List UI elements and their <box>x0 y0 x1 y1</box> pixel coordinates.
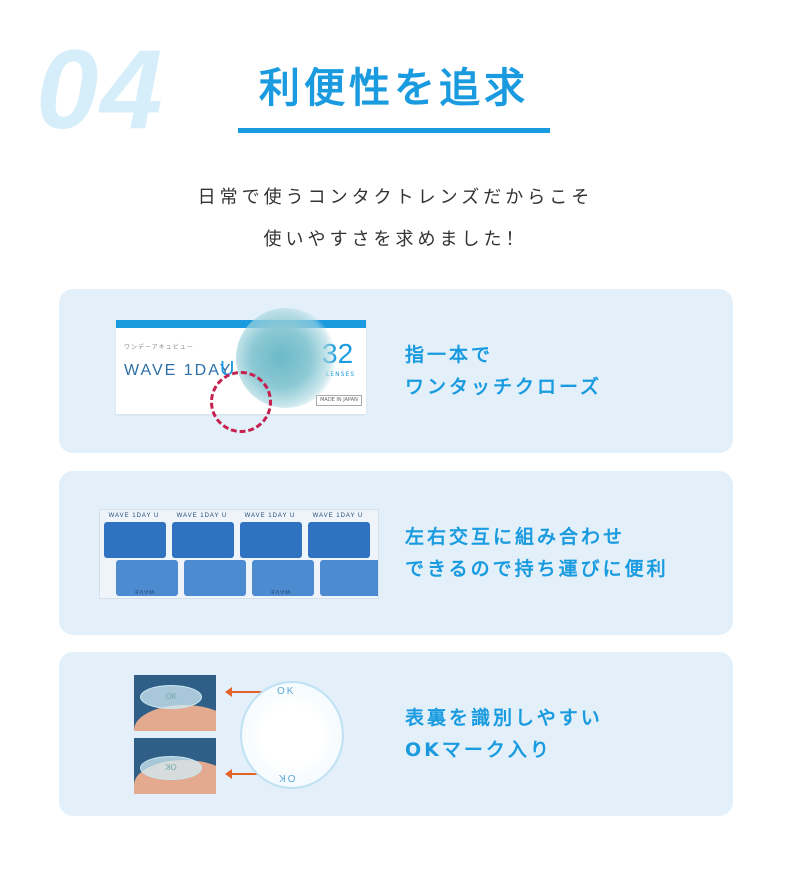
lead-line-1: 日常で使うコンタクトレンズだからこそ <box>197 187 594 208</box>
blister-pack-image: WAVE 1DAY U WAVE 1DAY U WAVE 1DAY U WAVE… <box>99 509 379 599</box>
pack-label: WAVE 1DAY U <box>312 513 364 519</box>
blister-cell <box>184 560 246 596</box>
arrow-left-icon <box>225 687 267 697</box>
lens-mark: OK <box>140 685 202 709</box>
feature-line-2: OKマーク入り <box>405 739 552 761</box>
feature-line-1: 左右交互に組み合わせ <box>405 526 626 548</box>
arrow-left-icon <box>225 769 267 779</box>
pack-label: WAVE 1DAY U <box>176 513 228 519</box>
feature-card-blister: WAVE 1DAY U WAVE 1DAY U WAVE 1DAY U WAVE… <box>59 471 733 635</box>
blister-cell <box>172 522 234 558</box>
box-count-unit: LENSES <box>326 371 356 378</box>
section-title: 利便性を追求 <box>259 64 529 112</box>
blister-cell <box>240 522 302 558</box>
lens-photo-front: OK <box>134 675 216 731</box>
blister-cell <box>320 560 378 596</box>
lead-line-2: 使いやすさを求めました！ <box>263 229 528 250</box>
highlight-circle <box>210 371 272 433</box>
box-stripe <box>116 320 366 328</box>
pack-label-flipped: WAVE <box>269 588 291 594</box>
box-small-text: ワンデーアキュビュー <box>124 344 194 351</box>
feature-text: 左右交互に組み合わせ できるので持ち運びに便利 <box>405 521 669 585</box>
feature-line-2: できるので持ち運びに便利 <box>405 558 669 580</box>
feature-card-ok-mark: OK OK OK OK 表裏を識別しやすい OKマーク入り <box>59 652 733 816</box>
lens-diagram <box>240 681 344 789</box>
feature-card-one-touch: ワンデーアキュビュー WAVE 1DAY U 32 LENSES MADE IN… <box>59 289 733 453</box>
section-number: 04 <box>36 27 165 152</box>
blister-cell <box>252 560 314 596</box>
blister-cell <box>104 522 166 558</box>
blister-cell <box>308 522 370 558</box>
feature-text: 指一本で ワンタッチクローズ <box>405 339 602 403</box>
blister-cell <box>116 560 178 596</box>
feature-line-2: ワンタッチクローズ <box>405 376 603 398</box>
ok-mark-top: OK <box>277 686 296 697</box>
pack-label: WAVE 1DAY U <box>108 513 160 519</box>
feature-line-1: 表裏を識別しやすい <box>405 707 603 729</box>
feature-text: 表裏を識別しやすい OKマーク入り <box>405 702 603 766</box>
lens-photo-back: OK <box>134 738 216 794</box>
box-made-label: MADE IN JAPAN <box>316 395 362 406</box>
pack-label: WAVE 1DAY U <box>244 513 296 519</box>
feature-line-1: 指一本で <box>405 344 494 366</box>
title-underline <box>238 128 550 133</box>
ok-mark-bottom: OK <box>277 772 296 783</box>
box-logo: WAVE 1DAY <box>124 362 233 379</box>
pack-label-flipped: WAVE <box>133 588 155 594</box>
lens-mark-reversed: OK <box>140 756 202 780</box>
